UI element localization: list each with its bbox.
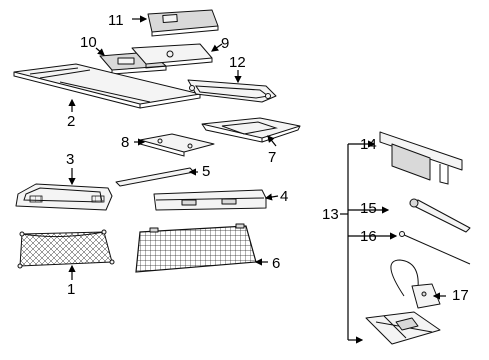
callout-3: 3 [66,151,74,168]
callout-13: 13 [322,206,339,223]
part-3-cargo-tray [15,183,113,211]
callout-8: 8 [121,134,129,151]
part-1-cargo-net [17,229,115,269]
part-2-cargo-cover [13,63,201,109]
part-17-cable-bracket [390,259,441,309]
part-7-storage-tray [201,117,301,143]
callout-16: 16 [360,228,377,245]
callout-1: 1 [67,281,75,298]
jack-assembly [365,311,441,345]
part-12-tray-frame [187,79,277,103]
part-15-lug-wrench [409,198,471,233]
callout-2: 2 [67,113,75,130]
callout-7: 7 [268,149,276,166]
part-8-bracket [139,133,215,157]
callout-12: 12 [229,54,246,71]
callout-5: 5 [202,163,210,180]
callout-15: 15 [360,200,377,217]
part-11-floor-panel [147,9,219,37]
callout-4: 4 [280,188,288,205]
callout-9: 9 [221,35,229,52]
callout-14: 14 [360,136,377,153]
part-14-jack-bracket [379,131,463,185]
callout-labels: 11 10 9 12 2 8 7 3 5 4 6 1 14 13 15 16 1… [66,12,469,304]
callout-6: 6 [272,255,280,272]
callout-17: 17 [452,287,469,304]
part-9-cover-panel [131,43,213,69]
callout-11: 11 [108,12,124,29]
part-4-sill-plate [153,189,267,211]
part-16-jack-handle [399,231,471,265]
leader-lines [68,15,446,300]
part-5-rod [115,167,195,187]
part-6-cargo-barrier [135,223,257,273]
callout-10: 10 [80,34,97,51]
group-13-bracket [340,140,398,344]
